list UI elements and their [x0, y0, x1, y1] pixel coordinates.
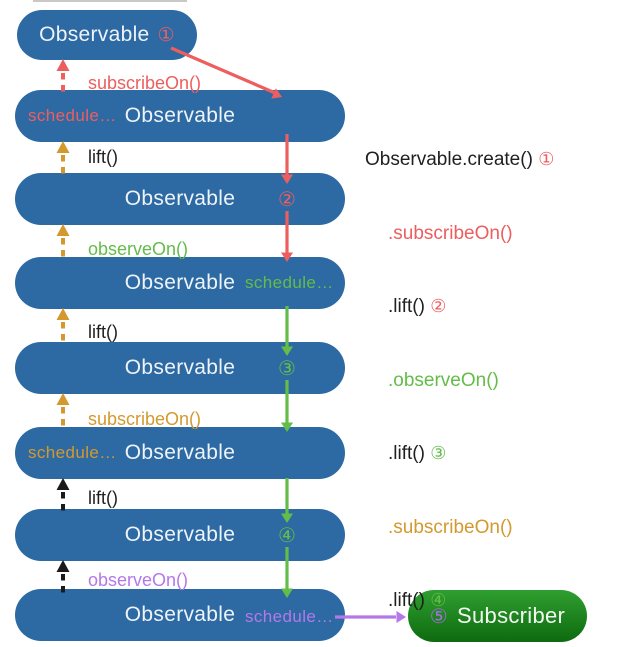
code-line-subscribeon-1: .subscribeOn()	[388, 222, 513, 244]
subscriber-box: ⑤ Subscriber	[408, 590, 587, 642]
code-line-create: Observable.create() ①	[365, 149, 555, 170]
observable-label: Observable	[124, 271, 236, 294]
circled-number-3-badge: ③	[278, 356, 296, 380]
code-line-subscribeon-2: .subscribeOn()	[388, 516, 513, 538]
circled-number-5-badge: ⑤	[429, 604, 449, 628]
observable-label: Observable	[124, 356, 236, 379]
observable-box-1: Observable ①	[17, 10, 197, 60]
observable-label: Observable	[124, 523, 236, 546]
up-dashed-arrow-subscribeon-red	[56, 59, 70, 94]
observable-box-4: Observable	[15, 257, 345, 309]
circled-number-4-badge: ④	[278, 523, 296, 547]
observable-box-6: Observable	[15, 427, 345, 479]
observable-label: Observable	[124, 187, 236, 210]
schedule-label-green: schedule…	[245, 273, 334, 292]
code-line-lift-1: .lift() ②	[388, 296, 447, 317]
circled-number-2-badge: ②	[278, 187, 296, 211]
observeon-label-1: observeOn()	[88, 239, 189, 259]
up-dashed-arrow-lift-orange-2	[56, 308, 70, 345]
subscriber-label: Subscriber	[457, 603, 566, 628]
subscribeon-label-1: subscribeOn()	[88, 73, 202, 93]
schedule-label-orange: schedule…	[28, 443, 117, 462]
observable-label: Observable	[39, 23, 150, 46]
observeon-label-2: observeOn()	[88, 570, 189, 590]
observable-label: Observable	[124, 603, 236, 626]
observable-label: Observable	[124, 104, 236, 127]
lift-label-3: lift()	[88, 488, 118, 508]
cropped-artifact-line	[33, 0, 187, 2]
lift-label-2: lift()	[88, 322, 118, 342]
observable-label: Observable	[124, 441, 236, 464]
circled-number-1-badge: ①	[157, 24, 175, 46]
up-dashed-arrow-lift-black	[56, 478, 70, 513]
up-dashed-arrow-observeon-orange	[56, 224, 70, 261]
observable-box-2: Observable	[15, 90, 345, 142]
subscribeon-label-2: subscribeOn()	[88, 409, 202, 429]
lift-label-1: lift()	[88, 147, 118, 167]
up-dashed-arrow-lift-orange-1	[56, 141, 70, 177]
code-line-lift-2: .lift() ③	[388, 443, 447, 464]
code-listing: Observable.create() ① .subscribeOn() .li…	[365, 99, 596, 647]
schedule-label-purple: schedule…	[245, 607, 334, 626]
code-line-lift-3: .lift() ④	[388, 590, 447, 611]
code-line-observeon-1: .observeOn()	[388, 369, 499, 391]
schedule-label-red: schedule…	[28, 106, 117, 125]
up-dashed-arrow-subscribeon-orange	[56, 393, 70, 430]
